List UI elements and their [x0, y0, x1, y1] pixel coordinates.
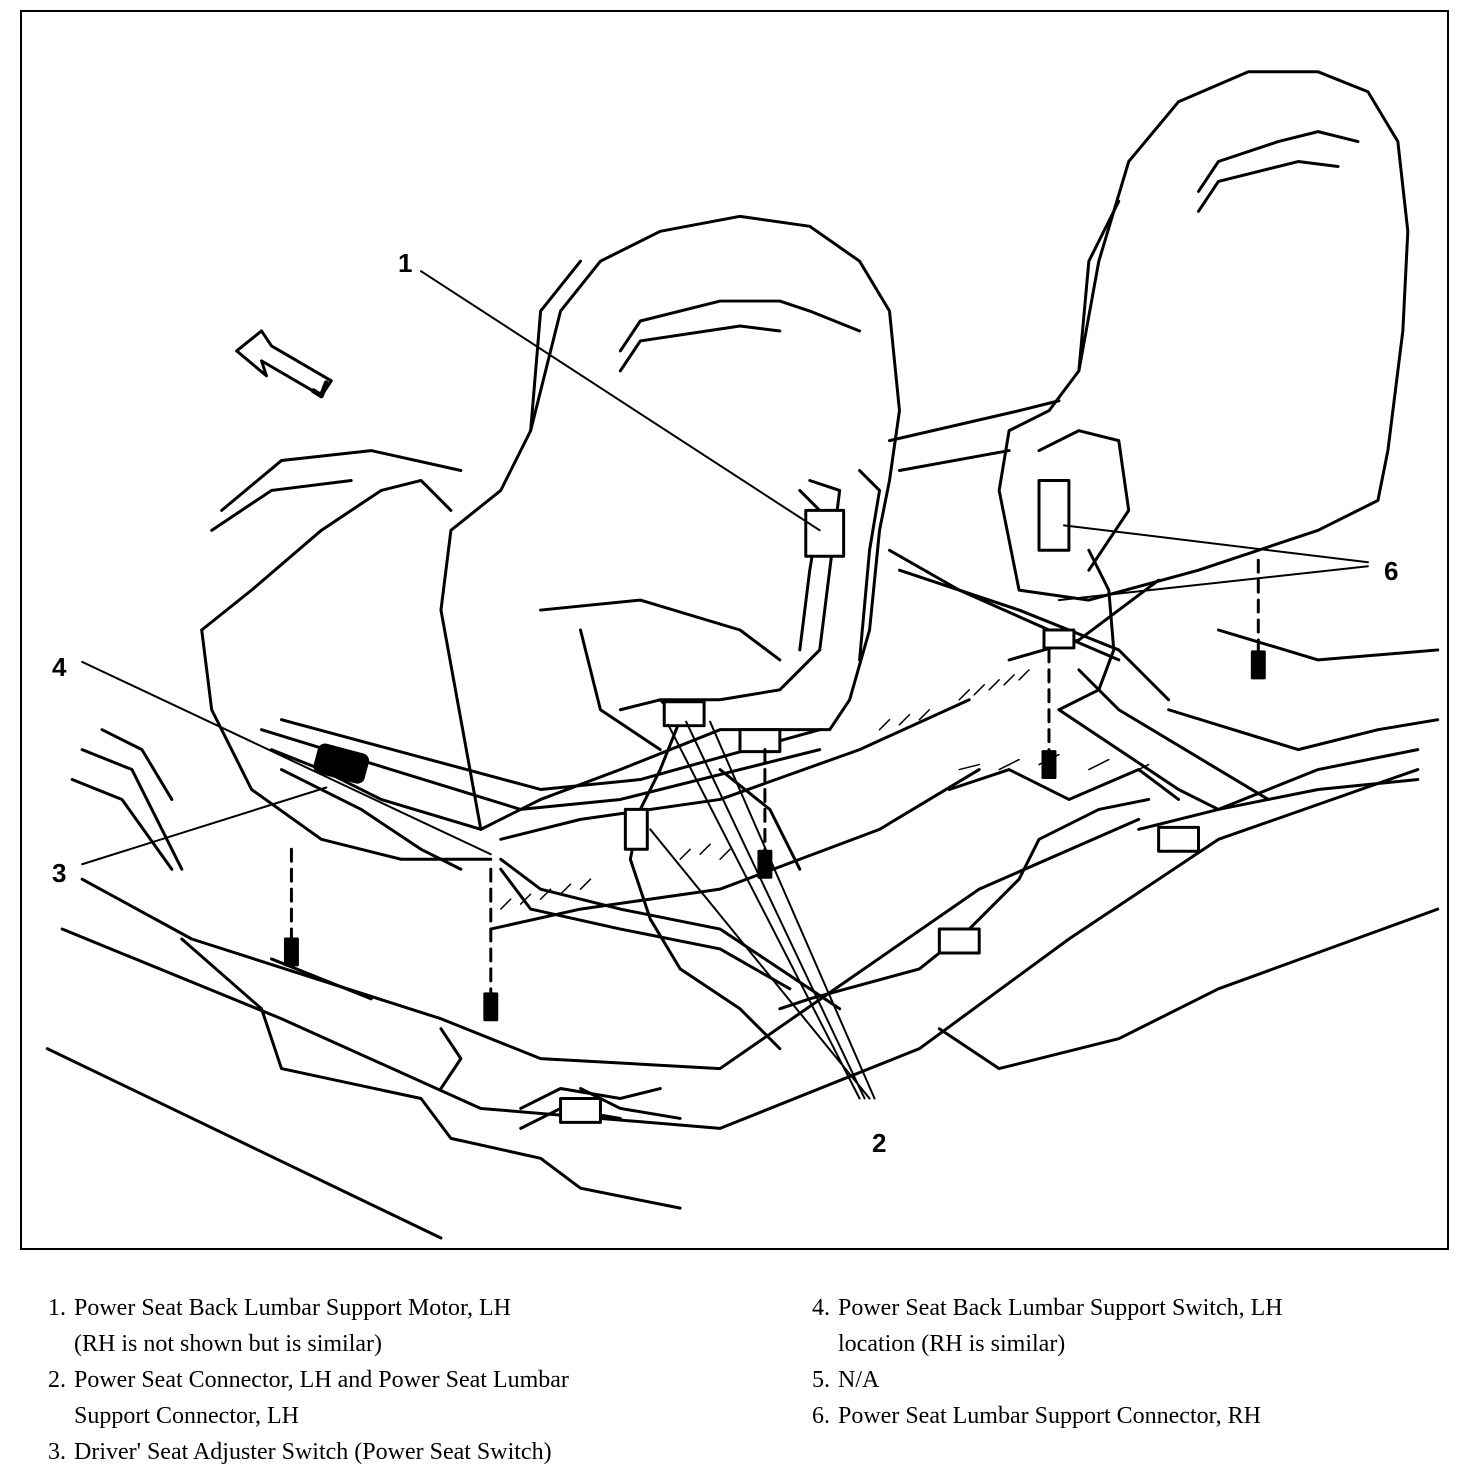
- leader-lines: [81, 270, 1369, 1100]
- legend-item-number: 2.: [48, 1367, 66, 1393]
- legend-item-number: 5.: [812, 1367, 830, 1393]
- leader-line-1: [420, 270, 821, 532]
- callout-2: 2: [872, 1128, 887, 1158]
- legend-item-text: N/A: [838, 1367, 880, 1393]
- legend-item-text: Power Seat Back Lumbar Support Motor, LH…: [74, 1295, 511, 1357]
- legend-item: 1. Power Seat Back Lumbar Support Motor,…: [34, 1290, 734, 1362]
- legend-item-text: Power Seat Back Lumbar Support Switch, L…: [838, 1295, 1283, 1357]
- legend-item: 2. Power Seat Connector, LH and Power Se…: [34, 1362, 734, 1434]
- leader-line-6: [1057, 524, 1369, 602]
- passenger-seat-track: [888, 429, 1161, 662]
- callout-6: 6: [1384, 556, 1399, 586]
- callout-3: 3: [52, 858, 67, 888]
- legend: 1. Power Seat Back Lumbar Support Motor,…: [0, 1280, 1472, 1470]
- legend-item-text: Driver' Seat Adjuster Switch (Power Seat…: [74, 1439, 552, 1465]
- legend-item: 6. Power Seat Lumbar Support Connector, …: [798, 1398, 1438, 1434]
- legend-column-left: 1. Power Seat Back Lumbar Support Motor,…: [34, 1290, 734, 1470]
- passenger-seat-back: [888, 70, 1410, 602]
- legend-item-number: 4.: [812, 1295, 830, 1321]
- legend-item-text: Power Seat Connector, LH and Power Seat …: [74, 1367, 569, 1429]
- leader-line-3: [81, 786, 328, 866]
- legend-column-right: 4. Power Seat Back Lumbar Support Switch…: [798, 1290, 1438, 1434]
- legend-item-number: 1.: [48, 1295, 66, 1321]
- leader-line-2: [649, 720, 876, 1100]
- legend-item-number: 6.: [812, 1403, 830, 1429]
- callout-4: 4: [52, 652, 67, 682]
- legend-item-number: 3.: [48, 1439, 66, 1465]
- carpet-edge-hatching: [500, 669, 1150, 910]
- connector-clips: [559, 508, 1200, 1124]
- diagram-frame: 1 2 3 4 6: [20, 10, 1449, 1250]
- legend-item-text: Power Seat Lumbar Support Connector, RH: [838, 1403, 1261, 1429]
- legend-item: 4. Power Seat Back Lumbar Support Switch…: [798, 1290, 1438, 1362]
- seat-wiring-illustration: [45, 70, 1440, 1240]
- legend-item: 3. Driver' Seat Adjuster Switch (Power S…: [34, 1434, 734, 1470]
- front-direction-arrow-icon: [235, 329, 333, 399]
- driver-seat-cushion: [200, 449, 822, 861]
- callout-1: 1: [398, 248, 413, 278]
- leader-line-4: [81, 660, 492, 856]
- legend-item: 5. N/A: [798, 1362, 1438, 1398]
